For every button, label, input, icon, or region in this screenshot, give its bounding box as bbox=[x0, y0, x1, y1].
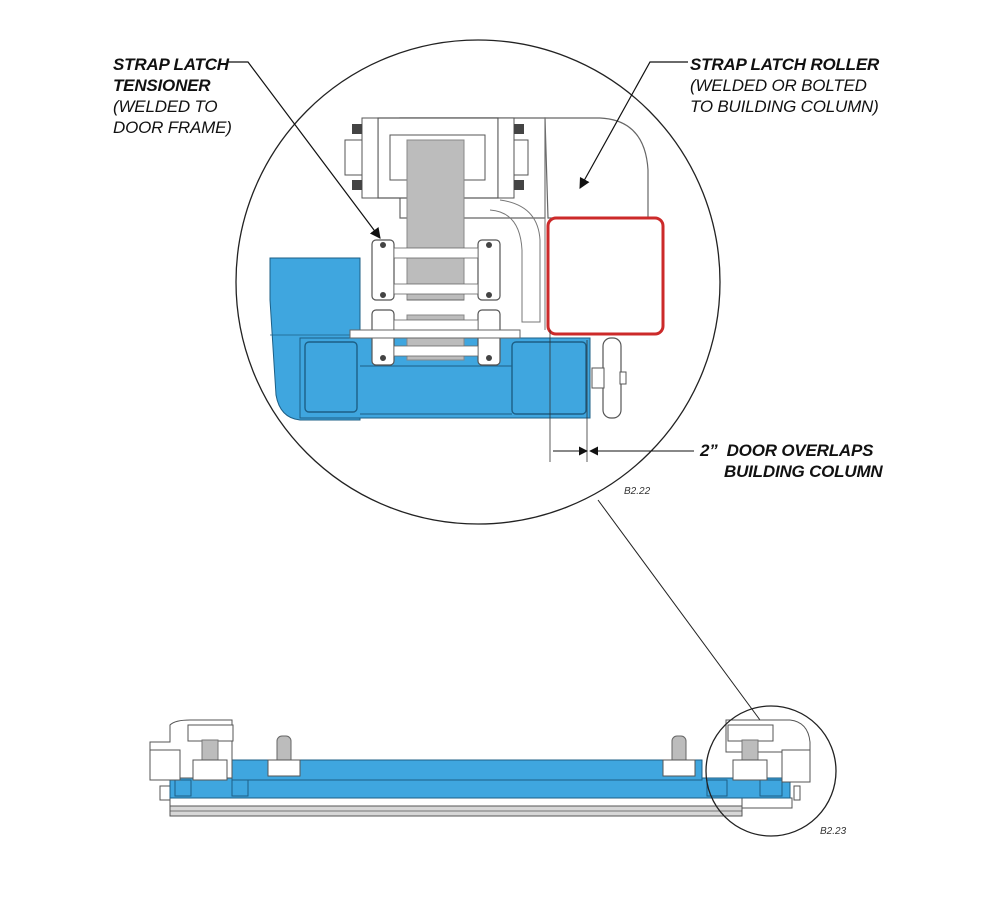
roller-note-line-1: (WELDED OR BOLTED bbox=[690, 76, 867, 95]
strap bbox=[406, 139, 465, 301]
overview-detail-circle bbox=[705, 705, 837, 837]
tensioner-leader bbox=[228, 61, 381, 239]
overview-door-frame bbox=[169, 777, 791, 799]
detail-figure-code: B2.22 bbox=[624, 486, 651, 497]
roller-note-line-2: TO BUILDING COLUMN) bbox=[690, 97, 879, 116]
detail-circle bbox=[235, 39, 721, 525]
roller-title: STRAP LATCH ROLLER bbox=[690, 55, 880, 74]
tensioner-note-line-1: (WELDED TO bbox=[113, 97, 218, 116]
tensioner-title-line-2: TENSIONER bbox=[113, 76, 211, 95]
overlap-line-1: 2” DOOR OVERLAPS bbox=[700, 441, 874, 460]
tensioner-title-line-1: STRAP LATCH bbox=[113, 55, 229, 74]
building-column bbox=[546, 216, 665, 336]
tensioner-assembly bbox=[349, 239, 521, 366]
roller-wheel bbox=[602, 337, 622, 419]
roller-bracket bbox=[544, 117, 649, 219]
roller-leader bbox=[579, 61, 688, 189]
overview-view bbox=[149, 719, 811, 817]
tensioner-note-line-2: DOOR FRAME) bbox=[113, 118, 232, 137]
overview-figure-code: B2.23 bbox=[820, 826, 847, 837]
roller-callout: STRAP LATCH ROLLER (WELDED OR BOLTED TO … bbox=[690, 54, 879, 117]
overlap-line-2: BUILDING COLUMN bbox=[724, 462, 883, 481]
detail-connector bbox=[597, 499, 761, 721]
overlap-callout: 2” DOOR OVERLAPS BUILDING COLUMN bbox=[700, 440, 883, 482]
tensioner-callout: STRAP LATCH TENSIONER (WELDED TO DOOR FR… bbox=[113, 54, 232, 138]
detail-view bbox=[269, 117, 665, 462]
